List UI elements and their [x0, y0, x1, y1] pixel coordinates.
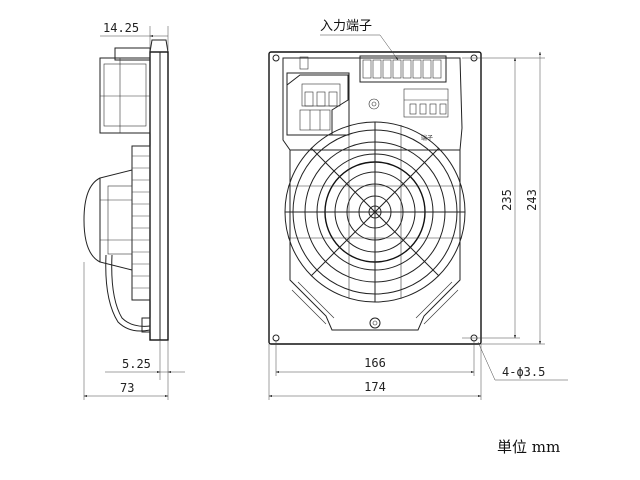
fan-guard [284, 121, 466, 331]
dim-side-depth: 73 [120, 381, 134, 395]
dim-outer-width: 174 [364, 380, 386, 394]
front-dimensions: 入力端子 235 243 166 174 4-ϕ3.5 [268, 19, 568, 400]
dim-outer-height: 243 [525, 189, 539, 211]
side-dimensions: 14.25 5.25 73 [83, 21, 185, 400]
terminal-block-right: 端子 [359, 55, 449, 142]
side-view [83, 39, 169, 341]
terminal-block-left [286, 56, 350, 136]
label-terminal-block: 入力端子 [320, 19, 372, 34]
dim-side-top: 14.25 [103, 21, 139, 35]
fin-stack [132, 155, 150, 289]
dim-hole: 4-ϕ3.5 [502, 365, 545, 379]
dim-inner-height: 235 [500, 189, 514, 211]
dim-inner-width: 166 [364, 356, 386, 370]
unit-label: 単位 mm [497, 438, 560, 456]
dim-side-offset: 5.25 [122, 357, 151, 371]
front-view: 端子 [268, 51, 482, 345]
